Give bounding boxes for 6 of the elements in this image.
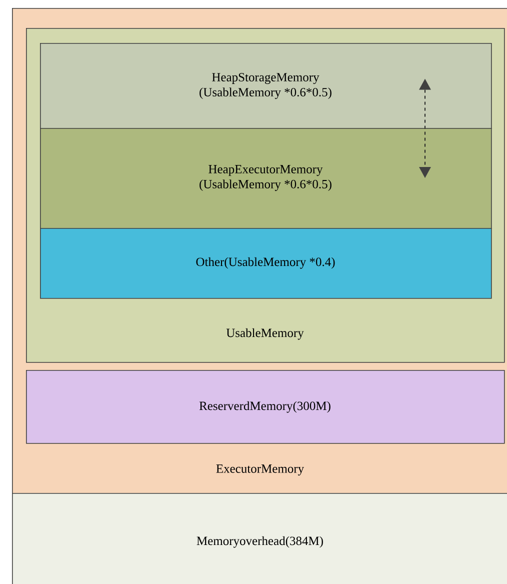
memory-region-box: ReserverdMemory(300M): [26, 370, 505, 444]
memory-region-box: Memoryoverhead(384M): [12, 493, 507, 584]
memory-band: HeapExecutorMemory (UsableMemory *0.6*0.5): [40, 128, 492, 229]
memory-band: Other(UsableMemory *0.4): [40, 228, 492, 299]
double-arrow: [419, 78, 431, 178]
memory-band: HeapStorageMemory (UsableMemory *0.6*0.5): [40, 43, 492, 129]
